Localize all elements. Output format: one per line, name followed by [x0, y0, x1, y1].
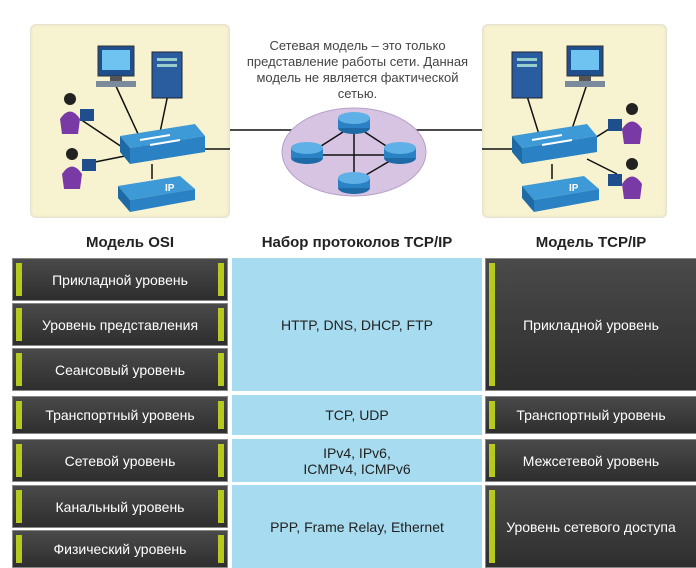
- left-network-illustration: IP: [60, 45, 230, 212]
- right-network-illustration: IP: [482, 45, 642, 212]
- osi-layer-application: Прикладной уровень: [12, 258, 228, 301]
- caption-line-1: Сетевая модель – это только: [269, 38, 446, 53]
- tcpip-layer-transport: Транспортный уровень: [485, 396, 696, 434]
- protocols-transport: TCP, UDP: [232, 395, 482, 435]
- protocols-network-line-2: ICMPv4, ICMPv6: [303, 460, 411, 477]
- osi-layer-label: Канальный уровень: [55, 498, 185, 515]
- osi-layer-label: Сеансовый уровень: [54, 361, 186, 378]
- osi-layer-network: Сетевой уровень: [12, 439, 228, 482]
- ip-phone-label: IP: [569, 183, 579, 194]
- switch-icon: [120, 124, 205, 164]
- network-model-caption: Сетевая модель – это только представлени…: [245, 38, 470, 102]
- protocols-access: PPP, Frame Relay, Ethernet: [232, 485, 482, 568]
- osi-layer-session: Сеансовый уровень: [12, 348, 228, 391]
- user-icon: [62, 148, 96, 189]
- osi-layer-label: Прикладной уровень: [52, 271, 188, 288]
- ip-phone-icon: IP: [118, 176, 195, 212]
- osi-layer-label: Физический уровень: [53, 541, 187, 557]
- tcpip-layer-application: Прикладной уровень: [485, 258, 696, 391]
- protocols-network-line-1: IPv4, IPv6,: [323, 444, 391, 461]
- router-icon: [338, 112, 370, 134]
- caption-line-3: модель не является фактической: [256, 70, 459, 85]
- right-network-panel: IP: [482, 24, 667, 218]
- user-icon: [608, 103, 642, 144]
- osi-layer-datalink: Канальный уровень: [12, 485, 228, 528]
- osi-layer-transport: Транспортный уровень: [12, 396, 228, 434]
- protocols-network: IPv4, IPv6, ICMPv4, ICMPv6: [232, 439, 482, 482]
- caption-line-4: сетью.: [337, 86, 378, 101]
- protocols-application-text: HTTP, DNS, DHCP, FTP: [281, 316, 433, 333]
- osi-model-header: Модель OSI: [85, 234, 175, 251]
- ip-phone-icon: IP: [522, 176, 599, 212]
- tcpip-layer-label: Уровень сетевого доступа: [506, 518, 676, 535]
- left-network-panel: IP: [30, 24, 230, 218]
- switch-icon: [512, 124, 597, 164]
- router-icon: [291, 142, 323, 164]
- user-icon: [608, 158, 642, 199]
- server-icon: [151, 51, 183, 99]
- osi-layer-label: Сетевой уровень: [64, 452, 176, 469]
- osi-layer-physical: Физический уровень: [12, 530, 228, 568]
- osi-layer-label: Транспортный уровень: [45, 407, 195, 423]
- caption-line-2: представление работы сети. Данная: [246, 54, 469, 69]
- router-icon: [338, 172, 370, 194]
- computer-icon: [565, 45, 605, 87]
- router-icon: [384, 142, 416, 164]
- router-cloud-diagram: [230, 107, 482, 197]
- ip-phone-label: IP: [165, 183, 175, 194]
- osi-layer-label: Уровень представления: [41, 316, 199, 333]
- tcpip-layer-label: Прикладной уровень: [523, 316, 659, 333]
- user-icon: [60, 93, 94, 134]
- protocols-application: HTTP, DNS, DHCP, FTP: [232, 258, 482, 391]
- computer-icon: [96, 45, 136, 87]
- tcpip-model-header: Модель TCP/IP: [535, 234, 647, 251]
- protocols-access-text: PPP, Frame Relay, Ethernet: [270, 518, 444, 535]
- server-icon: [511, 51, 543, 99]
- osi-layer-presentation: Уровень представления: [12, 303, 228, 346]
- protocols-transport-text: TCP, UDP: [325, 407, 389, 423]
- tcpip-layer-label: Транспортный уровень: [516, 407, 666, 423]
- tcpip-layer-internet: Межсетевой уровень: [485, 439, 696, 482]
- tcpip-layer-network-access: Уровень сетевого доступа: [485, 485, 696, 568]
- tcpip-suite-header: Набор протоколов TCP/IP: [261, 234, 453, 251]
- tcpip-layer-label: Межсетевой уровень: [522, 452, 660, 469]
